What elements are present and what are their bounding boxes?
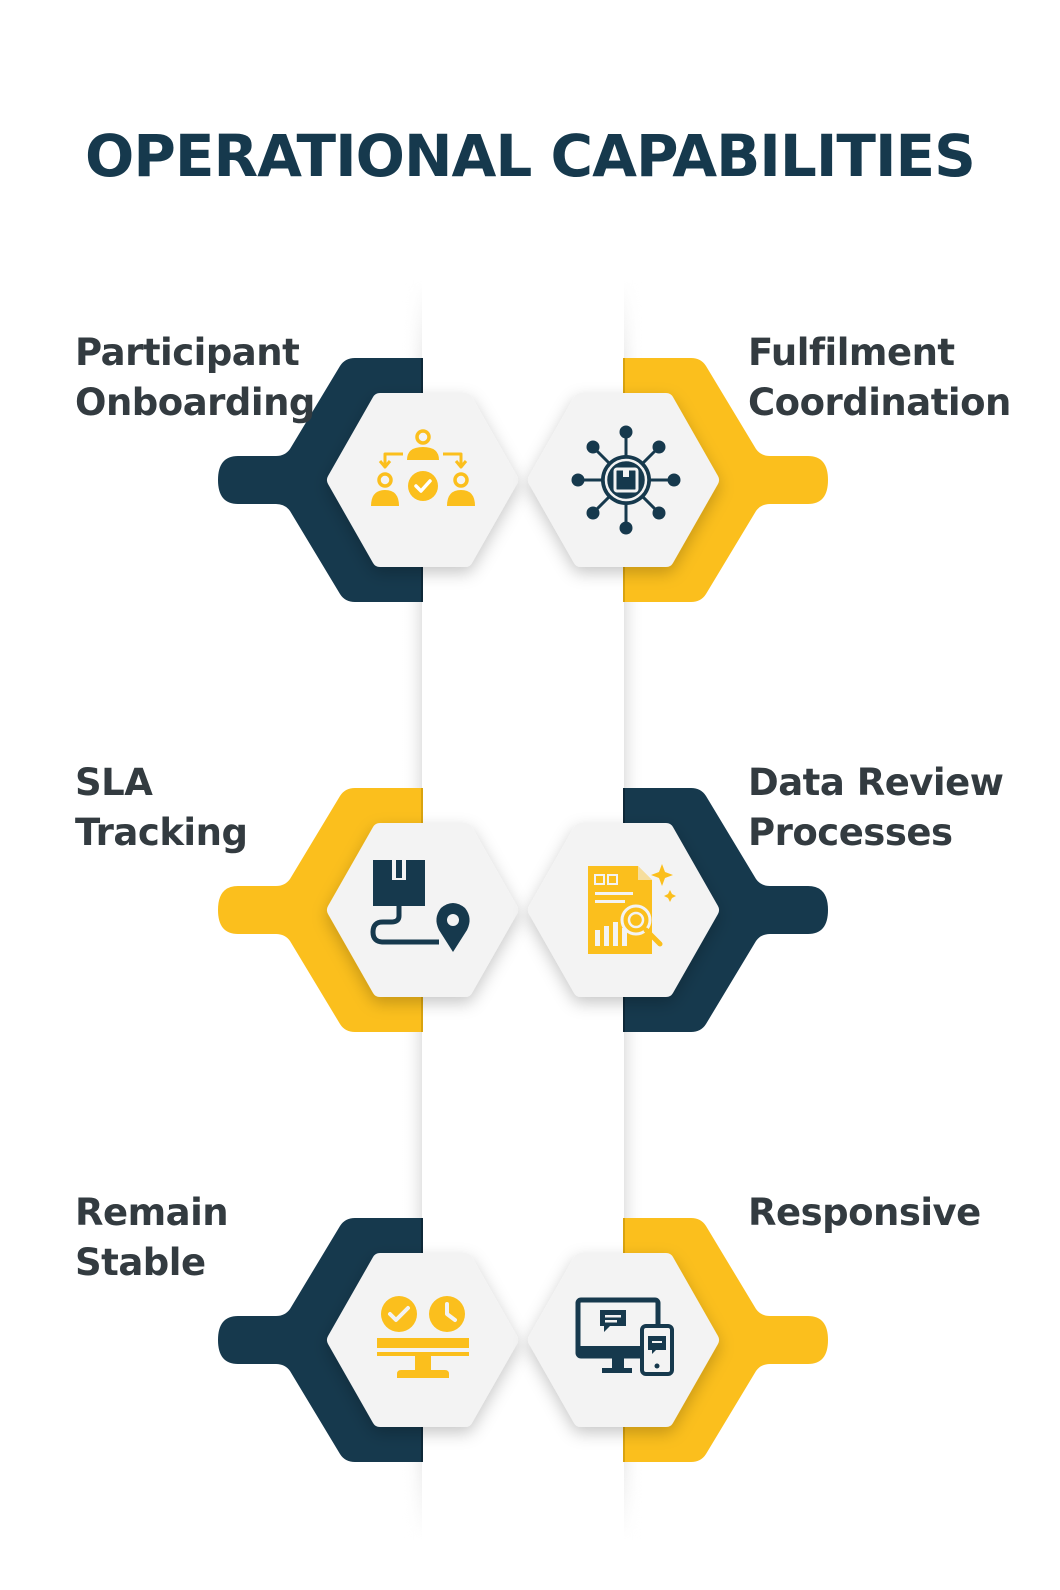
capability-label-line2: Onboarding [75, 381, 315, 424]
capability-label: Participant Onboarding [75, 328, 315, 428]
capability-label-line1: Data Review [748, 761, 1004, 804]
capability-label: SLA Tracking [75, 758, 248, 858]
capability-data-review-processes: Data Review Processes [0, 746, 1060, 1076]
capability-label-line1: Participant [75, 331, 300, 374]
data-review-icon [588, 864, 676, 954]
capability-label-line2: Stable [75, 1241, 206, 1284]
page-title: OPERATIONAL CAPABILITIES [85, 122, 976, 190]
capability-participant-onboarding: Participant Onboarding [0, 316, 1060, 646]
responsive-devices-icon [575, 1297, 674, 1376]
capability-label: Remain Stable [75, 1188, 229, 1288]
capability-label-line2: Processes [748, 811, 953, 854]
capability-remain-stable: Remain Stable [0, 1176, 1060, 1506]
capability-label-line2: Tracking [75, 811, 248, 854]
capability-label: Fulfilment Coordination [748, 328, 1011, 428]
capability-label-line1: Responsive [748, 1191, 981, 1234]
capability-sla-tracking: SLA Tracking [0, 746, 1060, 1076]
capability-label-line2: Coordination [748, 381, 1011, 424]
capability-label-line1: Fulfilment [748, 331, 955, 374]
capability-label-line1: Remain [75, 1191, 229, 1234]
network-hub-icon [571, 425, 681, 535]
capability-label: Data Review Processes [748, 758, 1004, 858]
capability-label-line1: SLA [75, 761, 153, 804]
delivery-route-icon [370, 860, 470, 952]
onboarding-flow-icon [371, 429, 475, 506]
stable-monitor-icon [377, 1296, 469, 1378]
capability-label: Responsive [748, 1188, 981, 1238]
capability-fulfilment-coordination: Fulfilment Coordination [0, 316, 1060, 646]
capability-responsive: Responsive [0, 1176, 1060, 1506]
